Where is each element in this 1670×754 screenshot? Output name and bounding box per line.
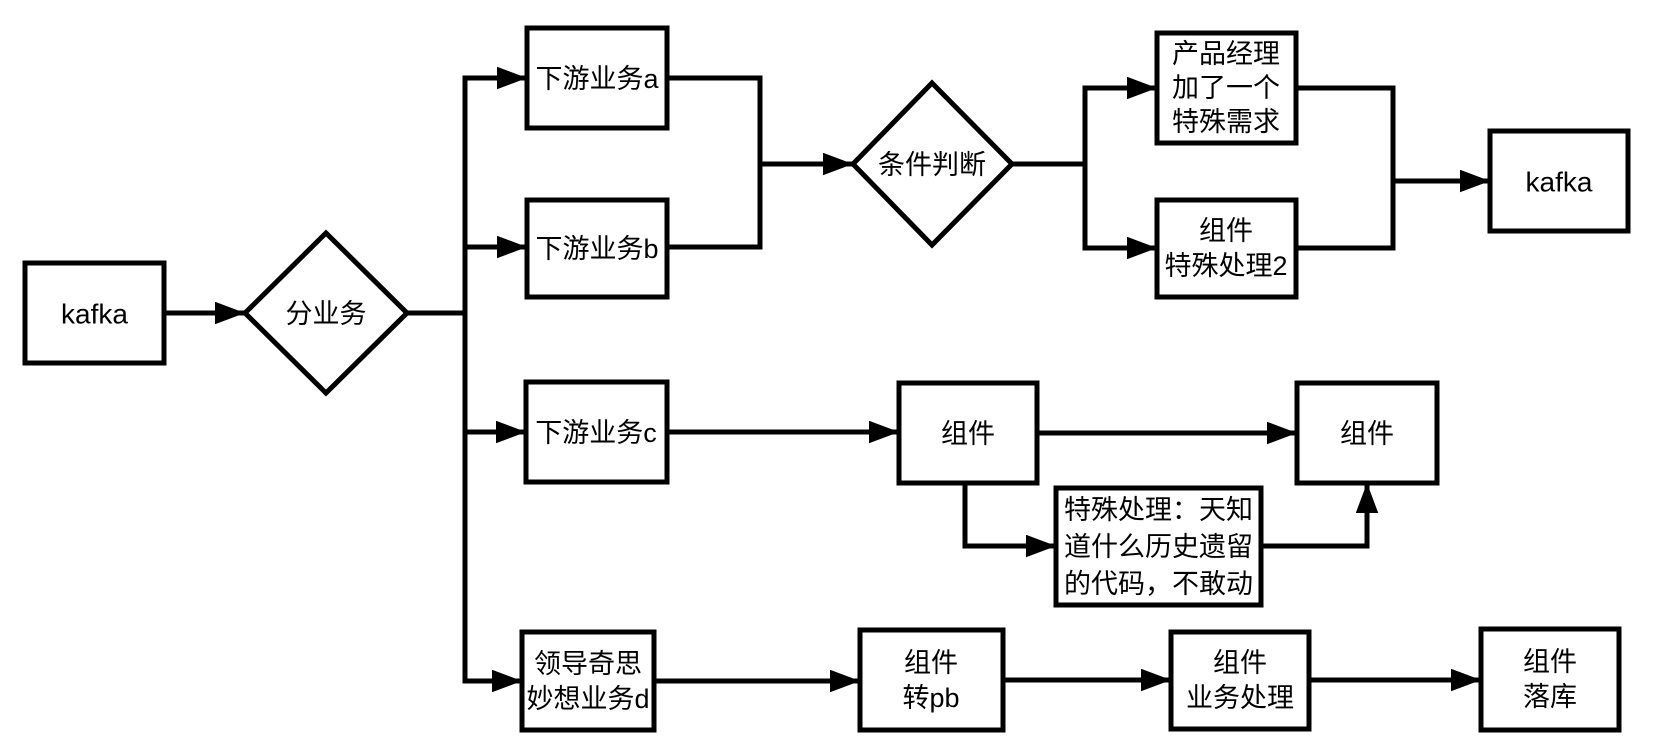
node-comp-biz-process-box (1168, 629, 1312, 732)
node-downstream-a-label: 下游业务a (535, 64, 659, 94)
node-component-2-box (1294, 380, 1440, 486)
node-pm-special-req-box (1154, 30, 1299, 146)
node-split-business: 分业务 (241, 229, 411, 397)
node-pm-special-req-line3: 特殊需求 (1172, 107, 1280, 137)
node-comp-special2-box (1154, 197, 1299, 300)
node-condition: 条件判断 (849, 79, 1016, 249)
node-downstream-b-box (524, 197, 670, 300)
node-pm-special-req-line2: 加了一个 (1172, 73, 1280, 103)
node-pm-special-req: 产品经理 加了一个 特殊需求 (1154, 30, 1299, 146)
node-downstream-c: 下游业务c (523, 379, 670, 485)
node-pm-special-req-line1: 产品经理 (1172, 39, 1280, 69)
node-downstream-c-label: 下游业务c (535, 418, 657, 448)
node-comp-to-pb: 组件 转pb (857, 627, 1006, 733)
node-legacy-note-line3: 的代码，不敢动 (1064, 569, 1253, 599)
node-comp-special2-line2: 特殊处理2 (1164, 251, 1287, 281)
node-comp-store-db-box (1478, 626, 1622, 733)
node-downstream-a-box (524, 25, 670, 131)
node-legacy-note-line1: 特殊处理：天知 (1064, 495, 1253, 525)
node-kafka-out: kafka (1487, 128, 1631, 234)
edge-legacy-note-to-component2 (1261, 483, 1379, 549)
node-legacy-note-line2: 道什么历史遗留 (1064, 532, 1253, 562)
node-comp-biz-process: 组件 业务处理 (1168, 629, 1312, 732)
edges (164, 66, 1490, 693)
node-leader-idea-d: 领导奇思 妙想业务d (519, 629, 657, 733)
node-comp-biz-process-line2: 业务处理 (1186, 683, 1294, 713)
node-comp-biz-process-line1: 组件 (1213, 648, 1267, 678)
edge-component1-to-legacy-note (962, 483, 1056, 558)
node-comp-store-db-line1: 组件 (1523, 647, 1577, 677)
node-kafka-in-box (22, 260, 167, 366)
node-component-1-label: 组件 (941, 419, 995, 449)
node-downstream-c-box (523, 379, 670, 485)
node-comp-store-db-line2: 落库 (1523, 682, 1577, 712)
node-comp-store-db: 组件 落库 (1478, 626, 1622, 733)
node-leader-idea-d-line2: 妙想业务d (526, 684, 649, 714)
node-legacy-note: 特殊处理：天知 道什么历史遗留 的代码，不敢动 (1053, 485, 1264, 608)
node-component-2: 组件 (1294, 380, 1440, 486)
node-comp-to-pb-line1: 组件 (904, 648, 958, 678)
node-leader-idea-d-box (519, 629, 657, 733)
node-comp-to-pb-box (857, 627, 1006, 733)
node-downstream-b-label: 下游业务b (535, 234, 658, 264)
node-condition-label: 条件判断 (878, 150, 986, 180)
node-kafka-in: kafka (22, 260, 167, 366)
node-kafka-out-box (1487, 128, 1631, 234)
node-downstream-b: 下游业务b (524, 197, 670, 300)
node-kafka-out-label: kafka (1526, 167, 1593, 198)
node-downstream-a: 下游业务a (524, 25, 670, 131)
node-split-business-diamond (241, 229, 411, 397)
node-legacy-note-box (1053, 485, 1264, 608)
node-leader-idea-d-line1: 领导奇思 (534, 649, 642, 679)
node-comp-special2: 组件 特殊处理2 (1154, 197, 1299, 300)
node-split-business-label: 分业务 (286, 299, 367, 329)
node-comp-to-pb-line2: 转pb (902, 683, 959, 713)
node-component-1-box (896, 380, 1040, 486)
nodes: kafka 分业务 下游业务a 下游业务b 条件判断 产品经理 加了一个 特殊需… (22, 25, 1631, 733)
node-component-1: 组件 (896, 380, 1040, 486)
node-condition-diamond (849, 79, 1016, 249)
node-comp-special2-line1: 组件 (1199, 216, 1253, 246)
node-kafka-in-label: kafka (61, 299, 128, 330)
node-component-2-label: 组件 (1340, 419, 1394, 449)
